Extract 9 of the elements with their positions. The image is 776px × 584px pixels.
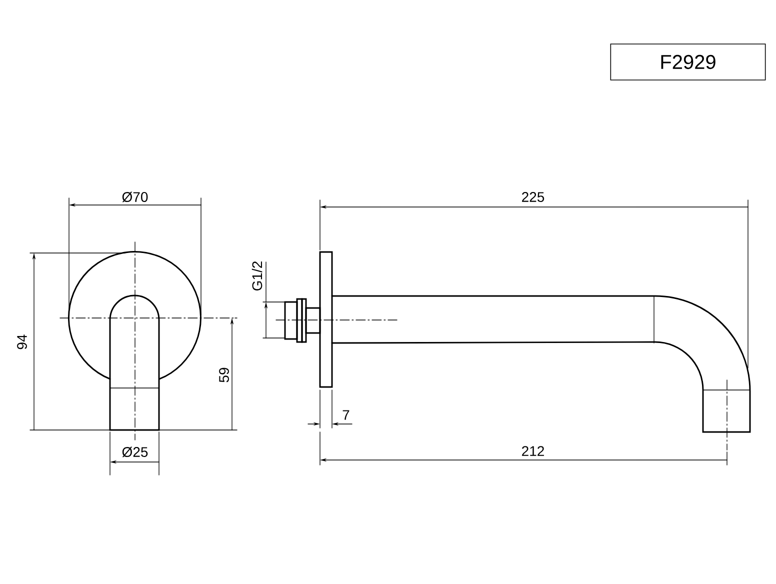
dimension-label: G1/2 — [252, 262, 262, 290]
part-number-box: F2929 — [610, 44, 766, 80]
dimension-label: 59 — [219, 368, 229, 382]
dimension-label: 7 — [342, 410, 350, 420]
dimension-label: 225 — [522, 192, 544, 202]
dimension-label: Ø25 — [122, 446, 148, 458]
dimension-label: 94 — [17, 334, 27, 350]
dimension-label: Ø70 — [122, 192, 148, 202]
dimension-label: 212 — [522, 446, 544, 456]
